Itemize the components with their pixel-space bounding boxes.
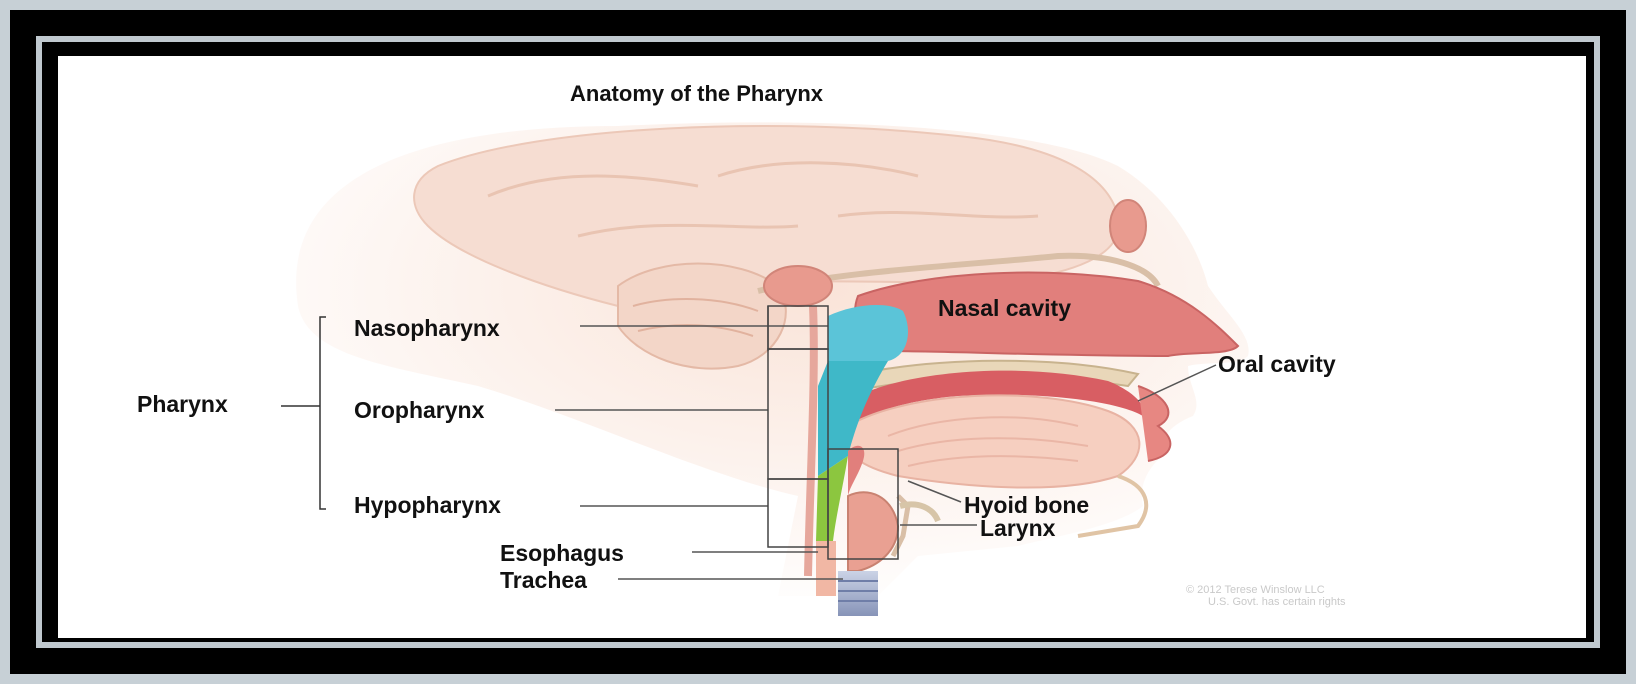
copyright-credit: © 2012 Terese Winslow LLC U.S. Govt. has… <box>1186 584 1346 608</box>
pharynx-bracket <box>320 317 326 509</box>
credit-line-1: © 2012 Terese Winslow LLC <box>1186 584 1346 596</box>
oropharynx-label: Oropharynx <box>354 399 484 422</box>
hypopharynx-label: Hypopharynx <box>354 494 501 517</box>
anatomy-illustration <box>58 56 1586 638</box>
oral-cavity-label: Oral cavity <box>1218 353 1336 376</box>
nasopharynx-label: Nasopharynx <box>354 317 500 340</box>
larynx-label: Larynx <box>980 517 1055 540</box>
diagram-title: Anatomy of the Pharynx <box>570 83 823 105</box>
nasal-cavity-label: Nasal cavity <box>938 297 1071 320</box>
trachea-shape <box>838 571 878 616</box>
tongue <box>845 395 1139 487</box>
pharynx-label: Pharynx <box>137 393 228 416</box>
esophagus-label: Esophagus <box>500 542 624 565</box>
hyoid-bone-label: Hyoid bone <box>964 494 1089 517</box>
diagram-figure: Anatomy of the Pharynx Nasal cavity Naso… <box>58 56 1586 638</box>
esophagus-shape <box>816 541 836 596</box>
trachea-label: Trachea <box>500 569 587 592</box>
credit-line-2: U.S. Govt. has certain rights <box>1186 596 1346 608</box>
nasopharynx-region <box>828 305 908 361</box>
